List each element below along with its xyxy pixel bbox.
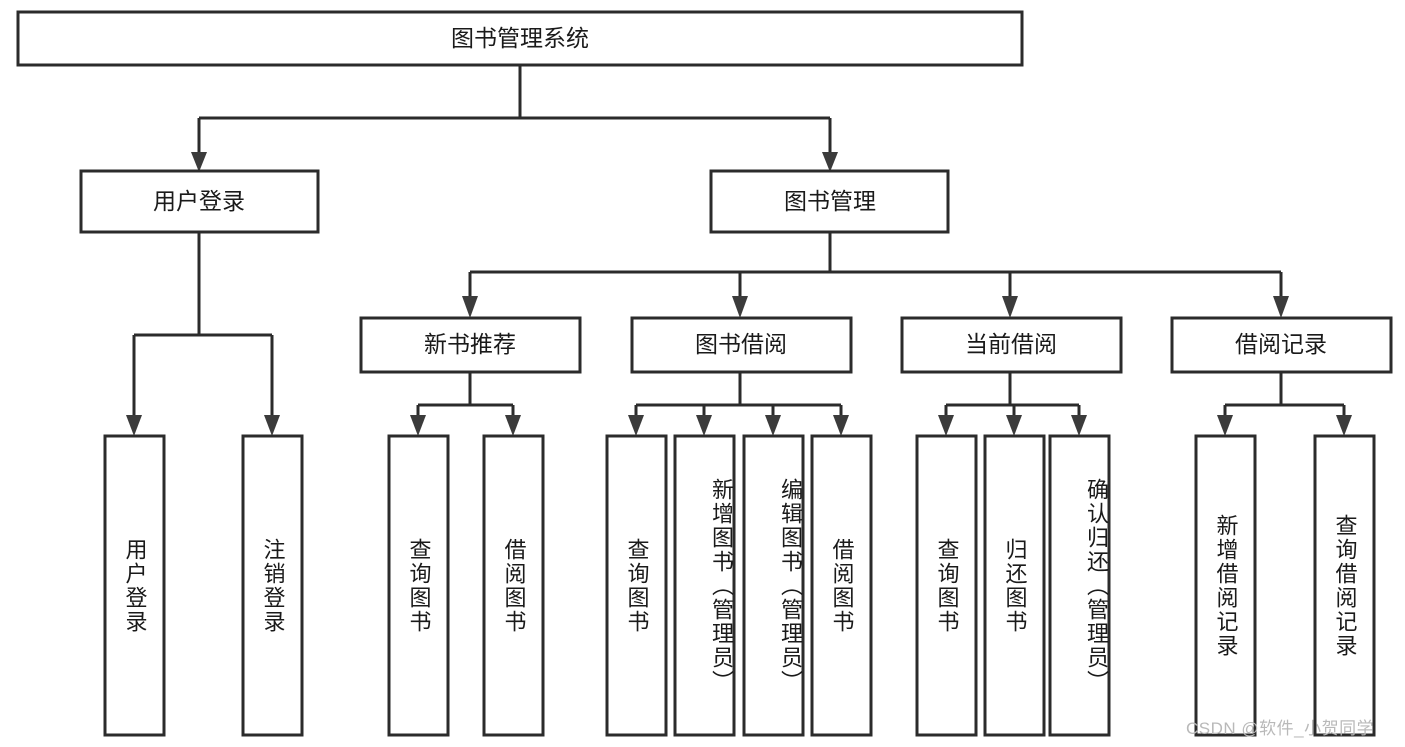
node-root-label: 图书管理系统 — [451, 25, 589, 51]
connector-root-to-level2 — [191, 65, 838, 172]
node-new-book-recommend-label: 新书推荐 — [424, 331, 516, 357]
node-borrow-record-label: 借阅记录 — [1235, 331, 1327, 357]
node-book-management[interactable]: 图书管理 — [709, 169, 950, 234]
leaf-box-add-borrow-record[interactable] — [1194, 434, 1257, 737]
node-current-borrow[interactable]: 当前借阅 — [900, 316, 1123, 374]
node-user-login[interactable]: 用户登录 — [79, 169, 320, 234]
csdn-watermark: CSDN @软件_小贺同学 — [1186, 719, 1375, 738]
node-current-borrow-label: 当前借阅 — [965, 331, 1057, 357]
leaf-box-query-book-current[interactable] — [915, 434, 978, 737]
leaf-boxes — [103, 434, 1376, 737]
leaf-box-user-login[interactable] — [103, 434, 166, 737]
node-book-management-label: 图书管理 — [784, 188, 876, 214]
leaf-box-return-book[interactable] — [983, 434, 1046, 737]
connector-borrowrecord-to-leaves — [1217, 372, 1352, 436]
node-book-borrow[interactable]: 图书借阅 — [630, 316, 853, 374]
leaf-box-edit-book-admin[interactable] — [742, 434, 805, 737]
connector-userlogin-to-leaves — [126, 232, 280, 436]
node-borrow-record[interactable]: 借阅记录 — [1170, 316, 1393, 374]
node-user-login-label: 用户登录 — [153, 188, 245, 214]
leaf-box-borrow-book[interactable] — [810, 434, 873, 737]
leaf-box-add-book-admin[interactable] — [673, 434, 736, 737]
connector-currentborrow-to-leaves — [938, 372, 1087, 436]
connector-bookmanagement-to-level3 — [462, 232, 1289, 318]
node-root[interactable]: 图书管理系统 — [16, 10, 1024, 67]
connector-newbook-to-leaves — [410, 372, 521, 436]
node-book-borrow-label: 图书借阅 — [695, 331, 787, 357]
leaf-box-borrow-book-rec[interactable] — [482, 434, 545, 737]
leaf-box-query-book-borrow[interactable] — [605, 434, 668, 737]
leaf-box-query-borrow-record[interactable] — [1313, 434, 1376, 737]
node-new-book-recommend[interactable]: 新书推荐 — [359, 316, 582, 374]
leaf-box-confirm-return-admin[interactable] — [1048, 434, 1111, 737]
leaf-box-query-book-rec[interactable] — [387, 434, 450, 737]
leaf-box-user-logout[interactable] — [241, 434, 304, 737]
connector-bookborrow-to-leaves — [628, 372, 849, 436]
